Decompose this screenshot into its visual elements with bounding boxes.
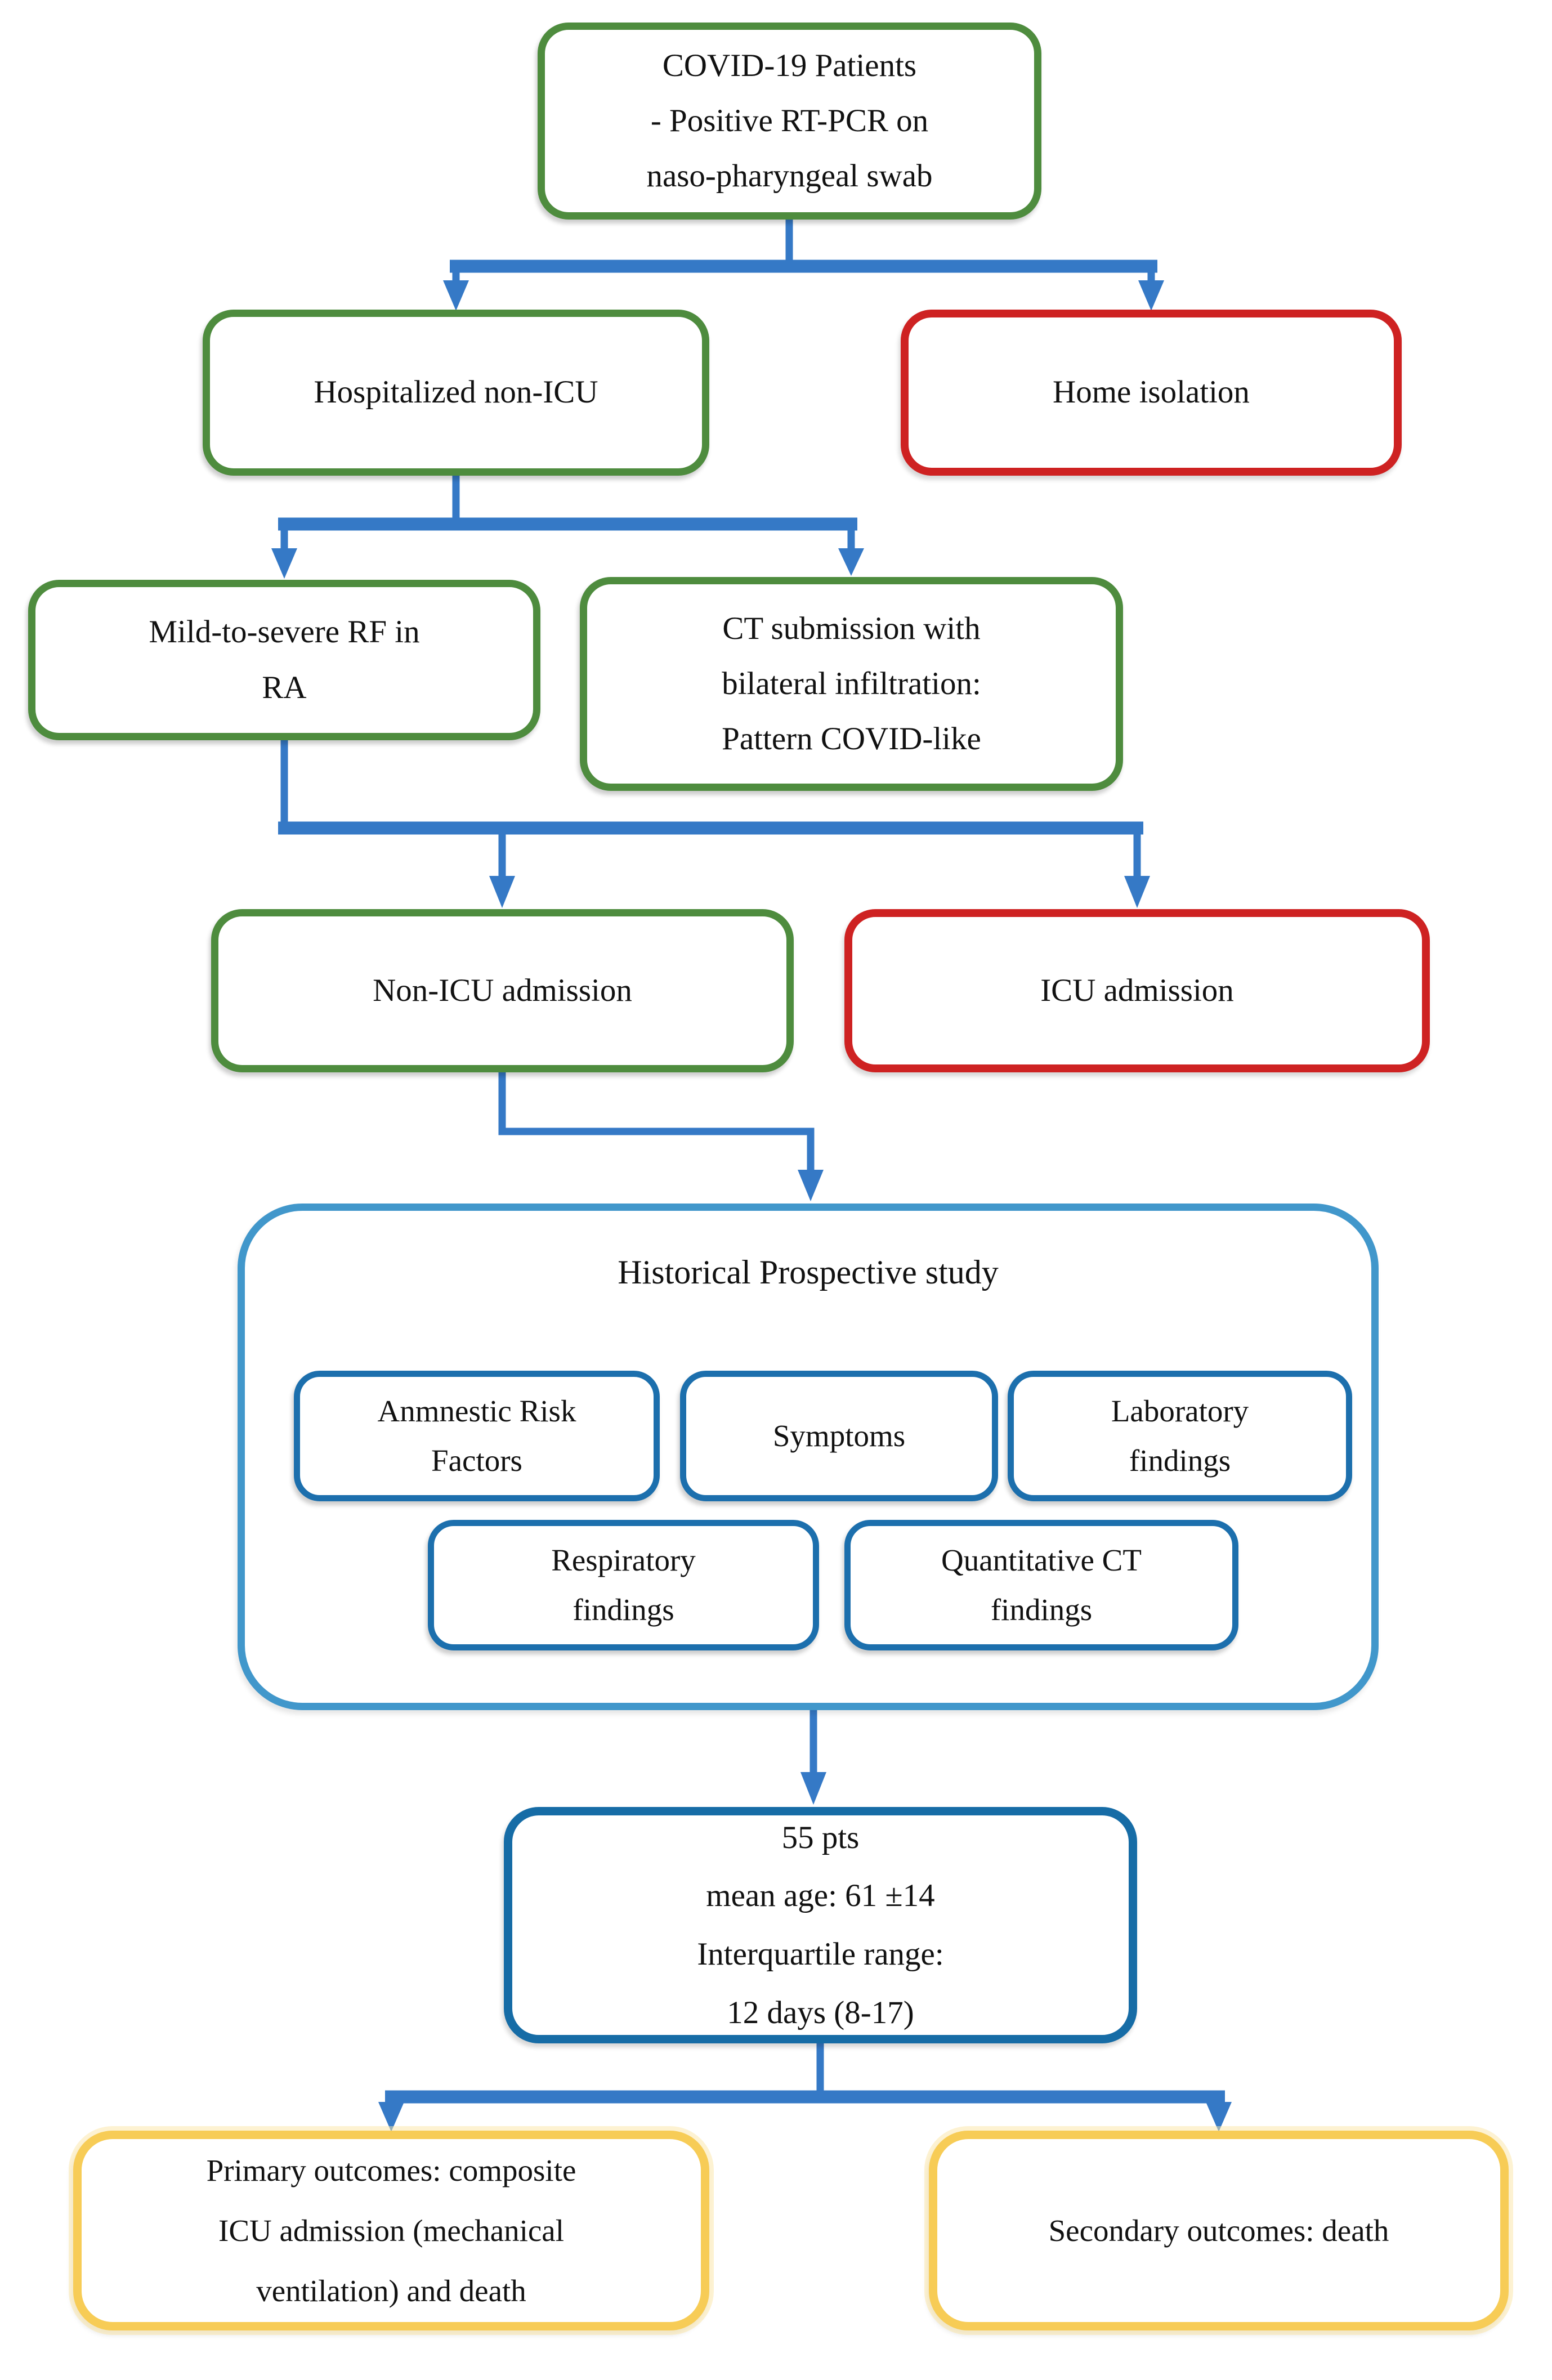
node-respiratory-findings-label: Respiratory findings bbox=[551, 1543, 696, 1627]
arrowhead-secondary bbox=[1206, 2102, 1232, 2132]
connector-nonicu-elbow bbox=[498, 1071, 815, 1171]
node-quantitative-ct-findings-label: Quantitative CT findings bbox=[941, 1543, 1142, 1627]
node-mild-to-severe-rf: Mild-to-severe RF in RA bbox=[28, 580, 540, 740]
arrowhead-hosp bbox=[443, 280, 469, 311]
node-secondary-outcomes-label: Secondary outcomes: death bbox=[1048, 2213, 1389, 2248]
arrowhead-stats bbox=[800, 1772, 826, 1805]
node-icu-admission-label: ICU admission bbox=[1040, 972, 1234, 1008]
node-secondary-outcomes: Secondary outcomes: death bbox=[929, 2131, 1509, 2330]
arrowhead-nonicu bbox=[489, 876, 515, 908]
node-anmnestic-risk-factors: Anmnestic Risk Factors bbox=[294, 1371, 660, 1501]
node-respiratory-findings: Respiratory findings bbox=[428, 1520, 819, 1650]
node-hospitalized-non-icu: Hospitalized non-ICU bbox=[203, 310, 709, 476]
arrowhead-primary bbox=[378, 2102, 404, 2132]
node-laboratory-findings-label: Laboratory findings bbox=[1111, 1394, 1249, 1478]
node-cohort-stats: 55 pts mean age: 61 ±14 Interquartile ra… bbox=[504, 1807, 1137, 2043]
node-laboratory-findings: Laboratory findings bbox=[1008, 1371, 1352, 1501]
node-non-icu-admission-label: Non-ICU admission bbox=[373, 972, 632, 1008]
arrowhead-icu bbox=[1124, 876, 1150, 908]
arrowhead-hps bbox=[798, 1170, 824, 1201]
arrowhead-ct bbox=[838, 548, 864, 576]
node-covid-patients: COVID-19 Patients - Positive RT-PCR on n… bbox=[538, 23, 1041, 220]
node-home-isolation: Home isolation bbox=[901, 310, 1402, 476]
node-symptoms-label: Symptoms bbox=[772, 1419, 906, 1453]
node-quantitative-ct-findings: Quantitative CT findings bbox=[844, 1520, 1238, 1650]
node-symptoms: Symptoms bbox=[680, 1371, 998, 1501]
node-home-isolation-label: Home isolation bbox=[1053, 374, 1250, 410]
node-covid-patients-label: COVID-19 Patients - Positive RT-PCR on n… bbox=[646, 47, 933, 194]
node-non-icu-admission: Non-ICU admission bbox=[211, 909, 794, 1072]
node-ct-submission-label: CT submission with bilateral infiltratio… bbox=[722, 610, 981, 757]
node-ct-submission: CT submission with bilateral infiltratio… bbox=[580, 577, 1123, 791]
node-mild-to-severe-rf-label: Mild-to-severe RF in RA bbox=[149, 614, 420, 705]
arrowhead-mild bbox=[271, 548, 297, 579]
node-cohort-stats-label: 55 pts mean age: 61 ±14 Interquartile ra… bbox=[697, 1819, 944, 2030]
arrowhead-home bbox=[1138, 280, 1164, 311]
node-anmnestic-risk-factors-label: Anmnestic Risk Factors bbox=[377, 1394, 576, 1478]
historical-prospective-study-title: Historical Prospective study bbox=[618, 1254, 999, 1291]
node-icu-admission: ICU admission bbox=[844, 909, 1430, 1072]
node-primary-outcomes-label: Primary outcomes: composite ICU admissio… bbox=[206, 2153, 576, 2309]
node-hospitalized-non-icu-label: Hospitalized non-ICU bbox=[314, 374, 598, 410]
node-primary-outcomes: Primary outcomes: composite ICU admissio… bbox=[73, 2131, 709, 2330]
